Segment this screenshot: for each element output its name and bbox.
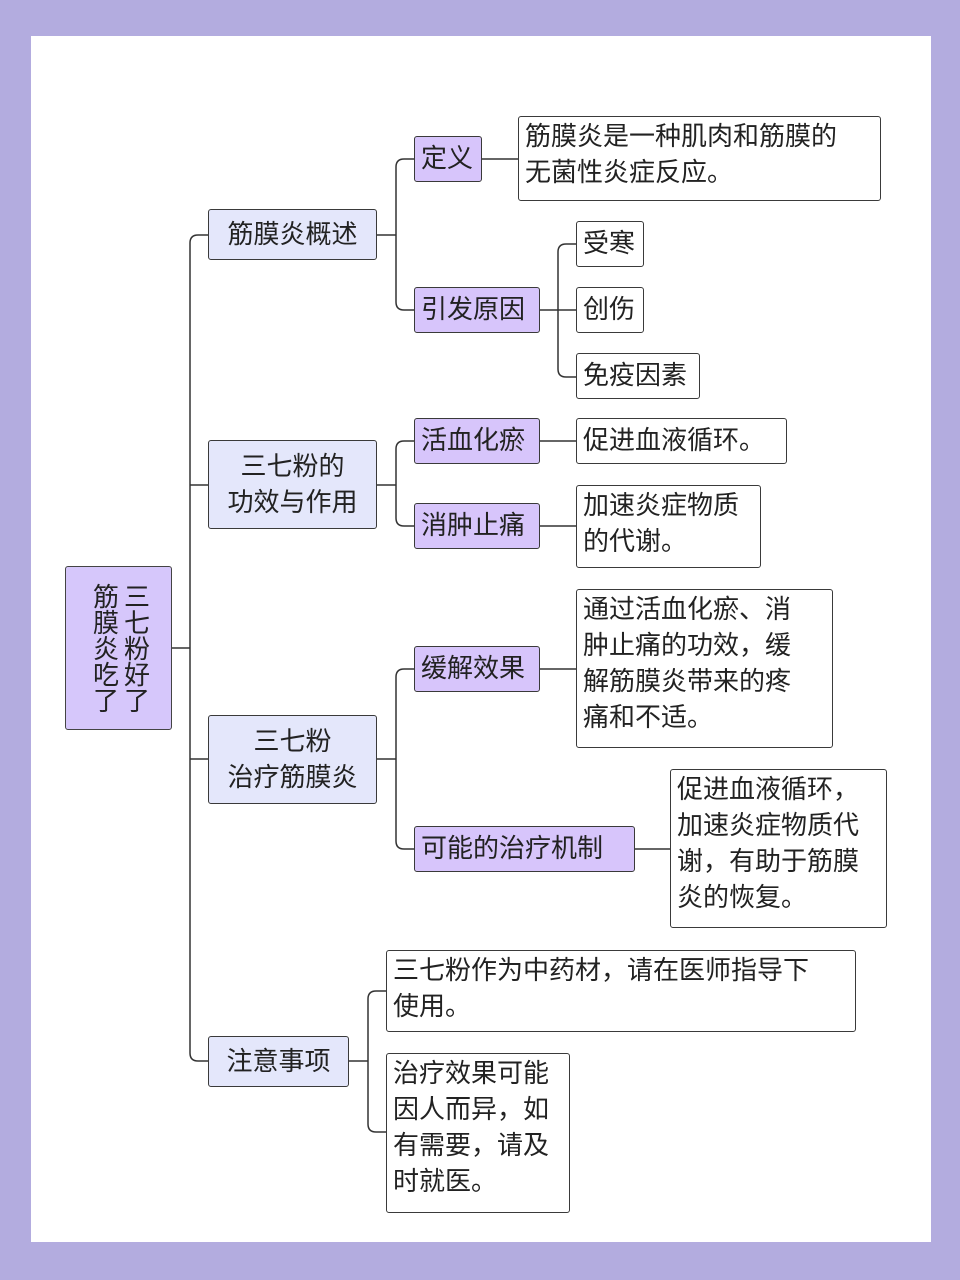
leaf-swelling-detail: 加速炎症物质 的代谢。 (576, 485, 761, 568)
node-causes[interactable]: 引发原因 (414, 287, 540, 333)
leaf-cause-cold: 受寒 (576, 221, 644, 267)
node-relief[interactable]: 缓解效果 (414, 646, 540, 692)
leaf-cause-injury: 创伤 (576, 287, 644, 333)
leaf-blood-detail: 促进血液循环。 (576, 418, 787, 464)
leaf-note-individual: 治疗效果可能 因人而异，如 有需要，请及 时就医。 (386, 1053, 570, 1213)
leaf-note-guidance: 三七粉作为中药材，请在医师指导下 使用。 (386, 950, 856, 1032)
node-notes[interactable]: 注意事项 (208, 1036, 349, 1087)
node-blood-stasis[interactable]: 活血化瘀 (414, 418, 540, 464)
node-definition[interactable]: 定义 (414, 136, 482, 182)
node-overview[interactable]: 筋膜炎概述 (208, 209, 377, 260)
node-swelling-pain[interactable]: 消肿止痛 (414, 503, 540, 549)
node-mechanism[interactable]: 可能的治疗机制 (414, 826, 635, 872)
leaf-definition-detail: 筋膜炎是一种肌肉和筋膜的 无菌性炎症反应。 (518, 116, 881, 201)
leaf-mechanism-detail: 促进血液循环， 加速炎症物质代 谢，有助于筋膜 炎的恢复。 (670, 769, 887, 928)
root-node-title[interactable]: 三七粉好了 筋膜炎吃了 (65, 566, 172, 730)
node-treatment[interactable]: 三七粉 治疗筋膜炎 (208, 715, 377, 804)
node-effects[interactable]: 三七粉的 功效与作用 (208, 440, 377, 529)
leaf-relief-detail: 通过活血化瘀、消 肿止痛的功效，缓 解筋膜炎带来的疼 痛和不适。 (576, 589, 833, 748)
leaf-cause-immune: 免疫因素 (576, 353, 700, 399)
